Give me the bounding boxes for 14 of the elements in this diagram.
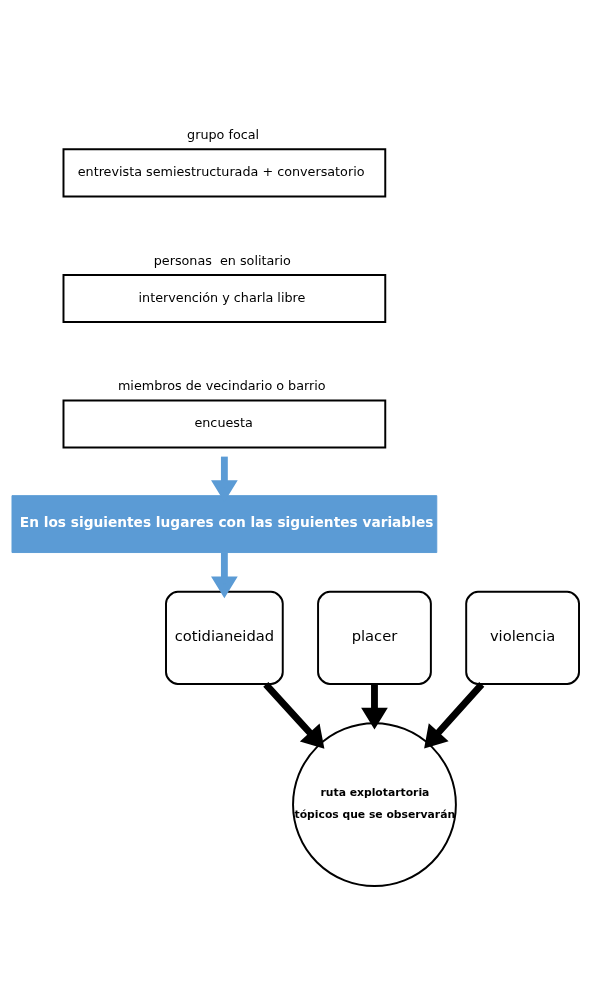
node-box: placer	[317, 590, 432, 685]
arrow	[263, 682, 325, 749]
node-label: grupo focal	[187, 126, 260, 142]
node-box: cotidianeidad	[165, 590, 284, 685]
node-box: En los siguientes lugares con las siguientes variables	[11, 495, 438, 553]
arrow	[424, 682, 485, 749]
node-label: miembros de vecindario o barrio	[117, 378, 326, 394]
node-box: entrevista semiestructurada + conversatorio	[62, 148, 387, 198]
node-box: intervención y charla libre	[62, 273, 387, 323]
node-box: violencia	[465, 590, 580, 685]
node-box: encuesta	[62, 399, 387, 449]
arrow	[211, 552, 238, 599]
node-label: personas en solitario	[153, 252, 291, 268]
arrow	[361, 684, 388, 730]
